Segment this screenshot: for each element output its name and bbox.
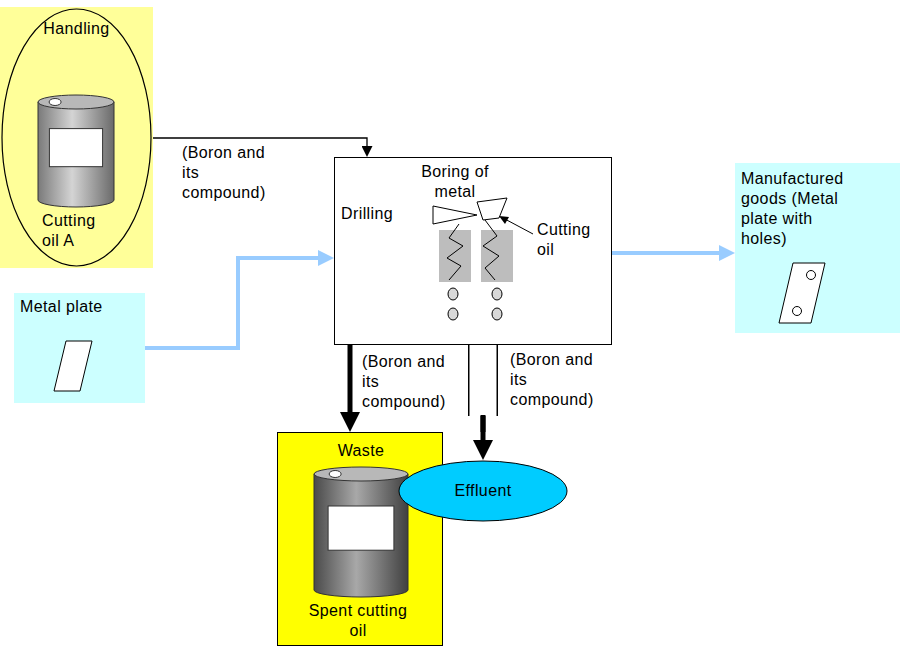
input-box: Metal plate bbox=[14, 293, 145, 403]
node-text: Cutting oil A bbox=[42, 211, 114, 251]
hole bbox=[448, 308, 458, 320]
hole bbox=[492, 288, 502, 300]
oil-drum bbox=[314, 467, 408, 597]
connectors bbox=[145, 138, 724, 446]
process-box: Boring of metalDrillingCutting oil bbox=[334, 157, 612, 345]
material-flow-arrow bbox=[145, 258, 323, 348]
edge-group bbox=[612, 253, 724, 254]
leader-arrowhead bbox=[499, 216, 509, 224]
node-text: Spent cutting oil bbox=[308, 601, 408, 641]
hole bbox=[492, 308, 502, 320]
edge-label: (Boron and its compound) bbox=[510, 350, 602, 410]
cut-line bbox=[483, 220, 499, 280]
effluent-flow-arrow bbox=[481, 345, 486, 446]
node-title: Handling bbox=[0, 19, 153, 39]
node-title: Metal plate bbox=[20, 297, 142, 317]
waste-flow-arrow bbox=[348, 345, 353, 418]
waste-box: WasteSpent cutting oil bbox=[277, 432, 443, 646]
pipe-inner bbox=[470, 345, 497, 416]
drill-bit bbox=[433, 206, 477, 224]
output-box: Manufactured goods (Metal plate with hol… bbox=[735, 163, 900, 333]
handling-area: HandlingCutting oil A bbox=[0, 7, 153, 268]
node-title: Effluent bbox=[398, 481, 568, 501]
effluent-shape bbox=[399, 461, 567, 521]
node-illustration bbox=[735, 163, 900, 333]
pipe-outline bbox=[468, 345, 498, 416]
handling-ellipse bbox=[2, 9, 151, 266]
edge-label: (Boron and its compound) bbox=[362, 352, 454, 412]
holed-plate-icon bbox=[779, 263, 825, 323]
node-title: Manufactured goods (Metal plate with hol… bbox=[741, 169, 859, 249]
edge-group bbox=[350, 345, 351, 418]
node-text: Drilling bbox=[341, 204, 421, 224]
edge-group bbox=[145, 258, 323, 348]
cut-line bbox=[447, 224, 463, 280]
leader-arrow bbox=[503, 218, 533, 234]
metal-block bbox=[481, 230, 513, 282]
effluent-ellipse: Effluent bbox=[398, 460, 568, 522]
node-title: Waste bbox=[278, 441, 444, 461]
node-title: Boring of metal bbox=[413, 162, 497, 202]
pipe-outlet bbox=[481, 415, 486, 432]
metal-block bbox=[439, 230, 471, 282]
edge-group bbox=[483, 345, 484, 446]
hole bbox=[448, 288, 458, 300]
product-flow-arrow bbox=[612, 251, 724, 255]
metal-plate-icon bbox=[54, 341, 92, 391]
edge-label: (Boron and its compound) bbox=[182, 143, 274, 203]
node-text: Cutting oil bbox=[537, 220, 609, 260]
oil-drum bbox=[38, 95, 114, 207]
